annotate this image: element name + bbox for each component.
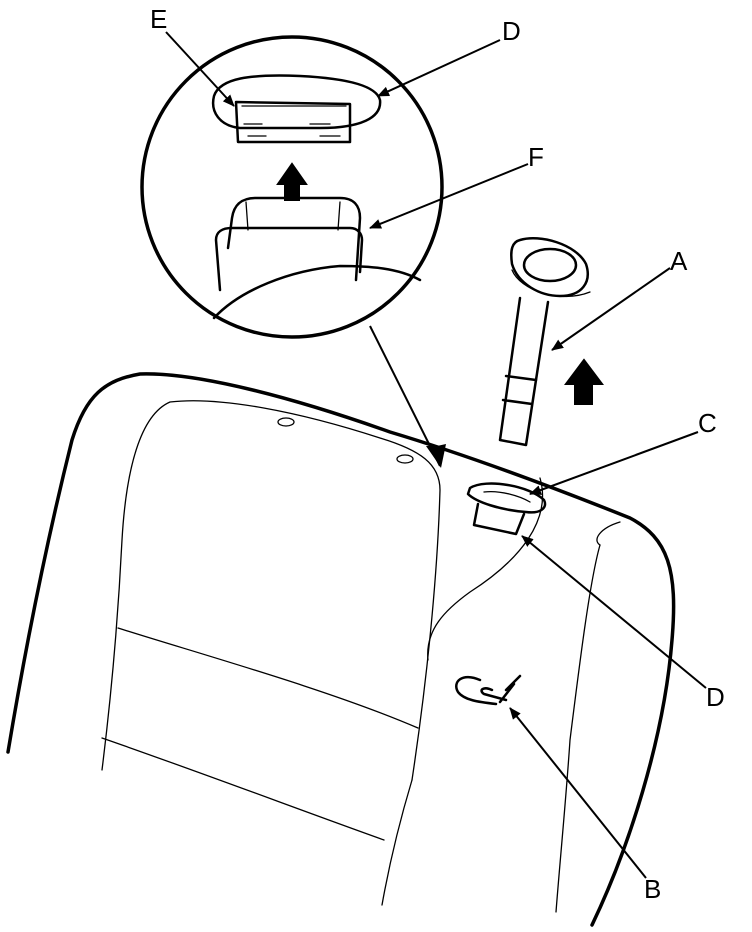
headrest-hole-left	[277, 417, 295, 427]
up-arrow-icon	[276, 162, 308, 201]
leader-D-lower	[521, 535, 707, 689]
lower-clip	[455, 674, 522, 706]
label-D-upper: D	[502, 16, 521, 46]
guide-clip	[466, 482, 547, 536]
leader-B	[509, 707, 647, 879]
leader-C	[529, 431, 699, 495]
leader-D-upper	[377, 39, 501, 97]
seat-belt-guide	[498, 237, 591, 447]
detail-circle	[140, 35, 444, 339]
label-A: A	[670, 246, 688, 276]
label-E: E	[150, 4, 167, 34]
label-F: F	[528, 142, 544, 172]
label-B: B	[644, 874, 661, 904]
pull-up-arrow-icon	[564, 358, 604, 405]
seat-back	[6, 372, 676, 927]
leader-E	[165, 31, 235, 107]
headrest-hole-right	[396, 454, 414, 464]
leader-A	[551, 267, 671, 351]
magnify-pointer	[369, 325, 446, 468]
label-C: C	[698, 408, 717, 438]
leader-F	[369, 163, 529, 229]
detail-magnifier	[140, 35, 444, 339]
leader-lines	[165, 31, 707, 879]
label-D-lower: D	[706, 682, 725, 712]
